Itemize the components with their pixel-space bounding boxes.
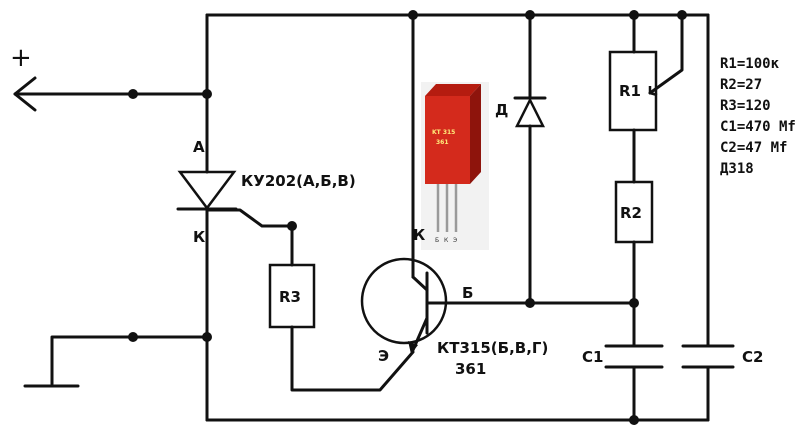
c2-label: C2 [742, 348, 763, 366]
wire-gate [205, 208, 294, 267]
thyristor-anode-label: А [193, 138, 205, 156]
junction-dot [287, 221, 297, 231]
wires [13, 13, 710, 422]
junction-dot [202, 332, 212, 342]
wire-r3-emitter [290, 325, 415, 392]
capacitor-c2 [681, 344, 735, 369]
transistor-collector-label: К [413, 226, 426, 244]
junctions [128, 10, 687, 425]
package-pin-label: Э [453, 237, 457, 244]
junction-dot [629, 298, 639, 308]
r3-label: R3 [279, 288, 301, 306]
wire-ground [50, 335, 209, 386]
package-pin-label: Б [435, 237, 439, 244]
transistor-collector-lead [411, 275, 429, 292]
r1-label: R1 [619, 82, 641, 100]
thyristor-triangle-icon [177, 170, 237, 211]
package-top [425, 84, 481, 96]
transistor-emitter-label: Э [378, 347, 389, 365]
resistor-r2 [614, 180, 654, 244]
spec-line: C1=470 Mf [720, 119, 796, 135]
transistor-symbol [360, 257, 448, 354]
diode-triangle-icon [514, 97, 546, 128]
junction-dot [128, 332, 138, 342]
c1-label: C1 [582, 348, 603, 366]
spec-line: R1=100к [720, 56, 780, 72]
thyristor-type-label: КУ202(А,Б,В) [241, 172, 356, 190]
transistor-type-label: КТ315(Б,В,Г) [437, 339, 548, 357]
emitter-arrow-icon [408, 341, 418, 354]
diode-symbol [513, 96, 547, 128]
package-marking: KT 315 [432, 129, 455, 136]
plus-sign: + [10, 43, 32, 73]
package-marking: 361 [436, 139, 449, 146]
r2-label: R2 [620, 204, 642, 222]
resistor-r3 [268, 263, 316, 329]
transistor-base-label: Б [462, 284, 473, 302]
spec-line: Д318 [720, 161, 754, 177]
junction-dot [629, 415, 639, 425]
spec-line: R3=120 [720, 98, 771, 114]
transistor-circle [360, 257, 448, 345]
package-front [425, 96, 470, 184]
thyristor-symbol [176, 170, 238, 211]
thyristor-cathode-label: К [193, 228, 206, 246]
junction-dot [128, 89, 138, 99]
capacitor-c1 [604, 344, 664, 369]
transistor-alt-label: 361 [455, 360, 486, 378]
junction-dot [677, 10, 687, 20]
junction-dot [525, 10, 535, 20]
spec-line: C2=47 Mf [720, 140, 787, 156]
junction-dot [202, 89, 212, 99]
diode-label: Д [495, 101, 508, 119]
junction-dot [629, 10, 639, 20]
junction-dot [525, 298, 535, 308]
package-pin-label: К [444, 237, 449, 244]
package-side [470, 84, 481, 184]
arrow-left-icon [13, 76, 37, 112]
spec-list: R1=100к R2=27 R3=120 C1=470 Mf C2=47 Mf … [720, 56, 796, 177]
transistor-package-image: KT 315 361 Б К Э [421, 82, 489, 250]
wiper-arrow-icon [648, 86, 658, 97]
wire-wiper [648, 13, 684, 95]
spec-line: R2=27 [720, 77, 762, 93]
resistor-r1 [608, 50, 658, 132]
junction-dot [408, 10, 418, 20]
